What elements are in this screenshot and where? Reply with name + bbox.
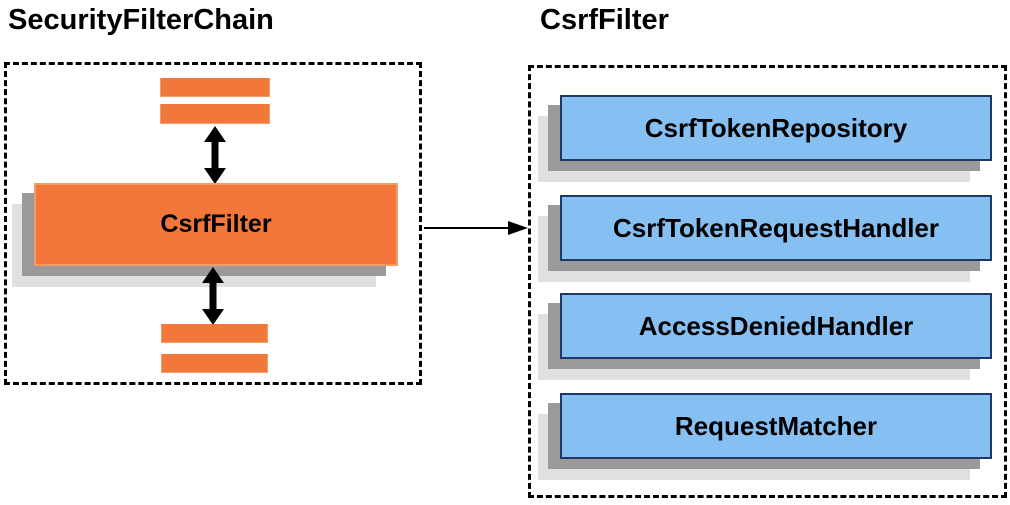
csrf-filter-box: CsrfFilter: [12, 183, 398, 287]
flow-arrow-icon: [424, 221, 528, 235]
component-box-label: CsrfTokenRepository: [560, 95, 992, 161]
component-box-request-matcher: RequestMatcher: [538, 393, 992, 480]
csrf-filter-container: [528, 65, 1007, 498]
security-filter-chain-title: SecurityFilterChain: [8, 4, 274, 36]
csrf-filter-title: CsrfFilter: [540, 4, 669, 36]
filter-chain-bar-top-1: [160, 78, 270, 97]
csrf-filter-box-label: CsrfFilter: [34, 183, 398, 266]
filter-chain-bar-top-2: [160, 104, 270, 124]
component-box-label: AccessDeniedHandler: [560, 293, 992, 359]
security-filter-chain-container: [4, 62, 422, 385]
filter-chain-bar-bottom-2: [161, 354, 268, 373]
component-box-label: RequestMatcher: [560, 393, 992, 459]
bidirectional-arrow-bottom-icon: [202, 267, 224, 325]
component-box-label: CsrfTokenRequestHandler: [560, 195, 992, 261]
component-box-csrf-token-repository: CsrfTokenRepository: [538, 95, 992, 182]
bidirectional-arrow-top-icon: [204, 126, 226, 184]
filter-chain-bar-bottom-1: [161, 324, 268, 343]
component-box-csrf-token-request-handler: CsrfTokenRequestHandler: [538, 195, 992, 282]
component-box-access-denied-handler: AccessDeniedHandler: [538, 293, 992, 380]
